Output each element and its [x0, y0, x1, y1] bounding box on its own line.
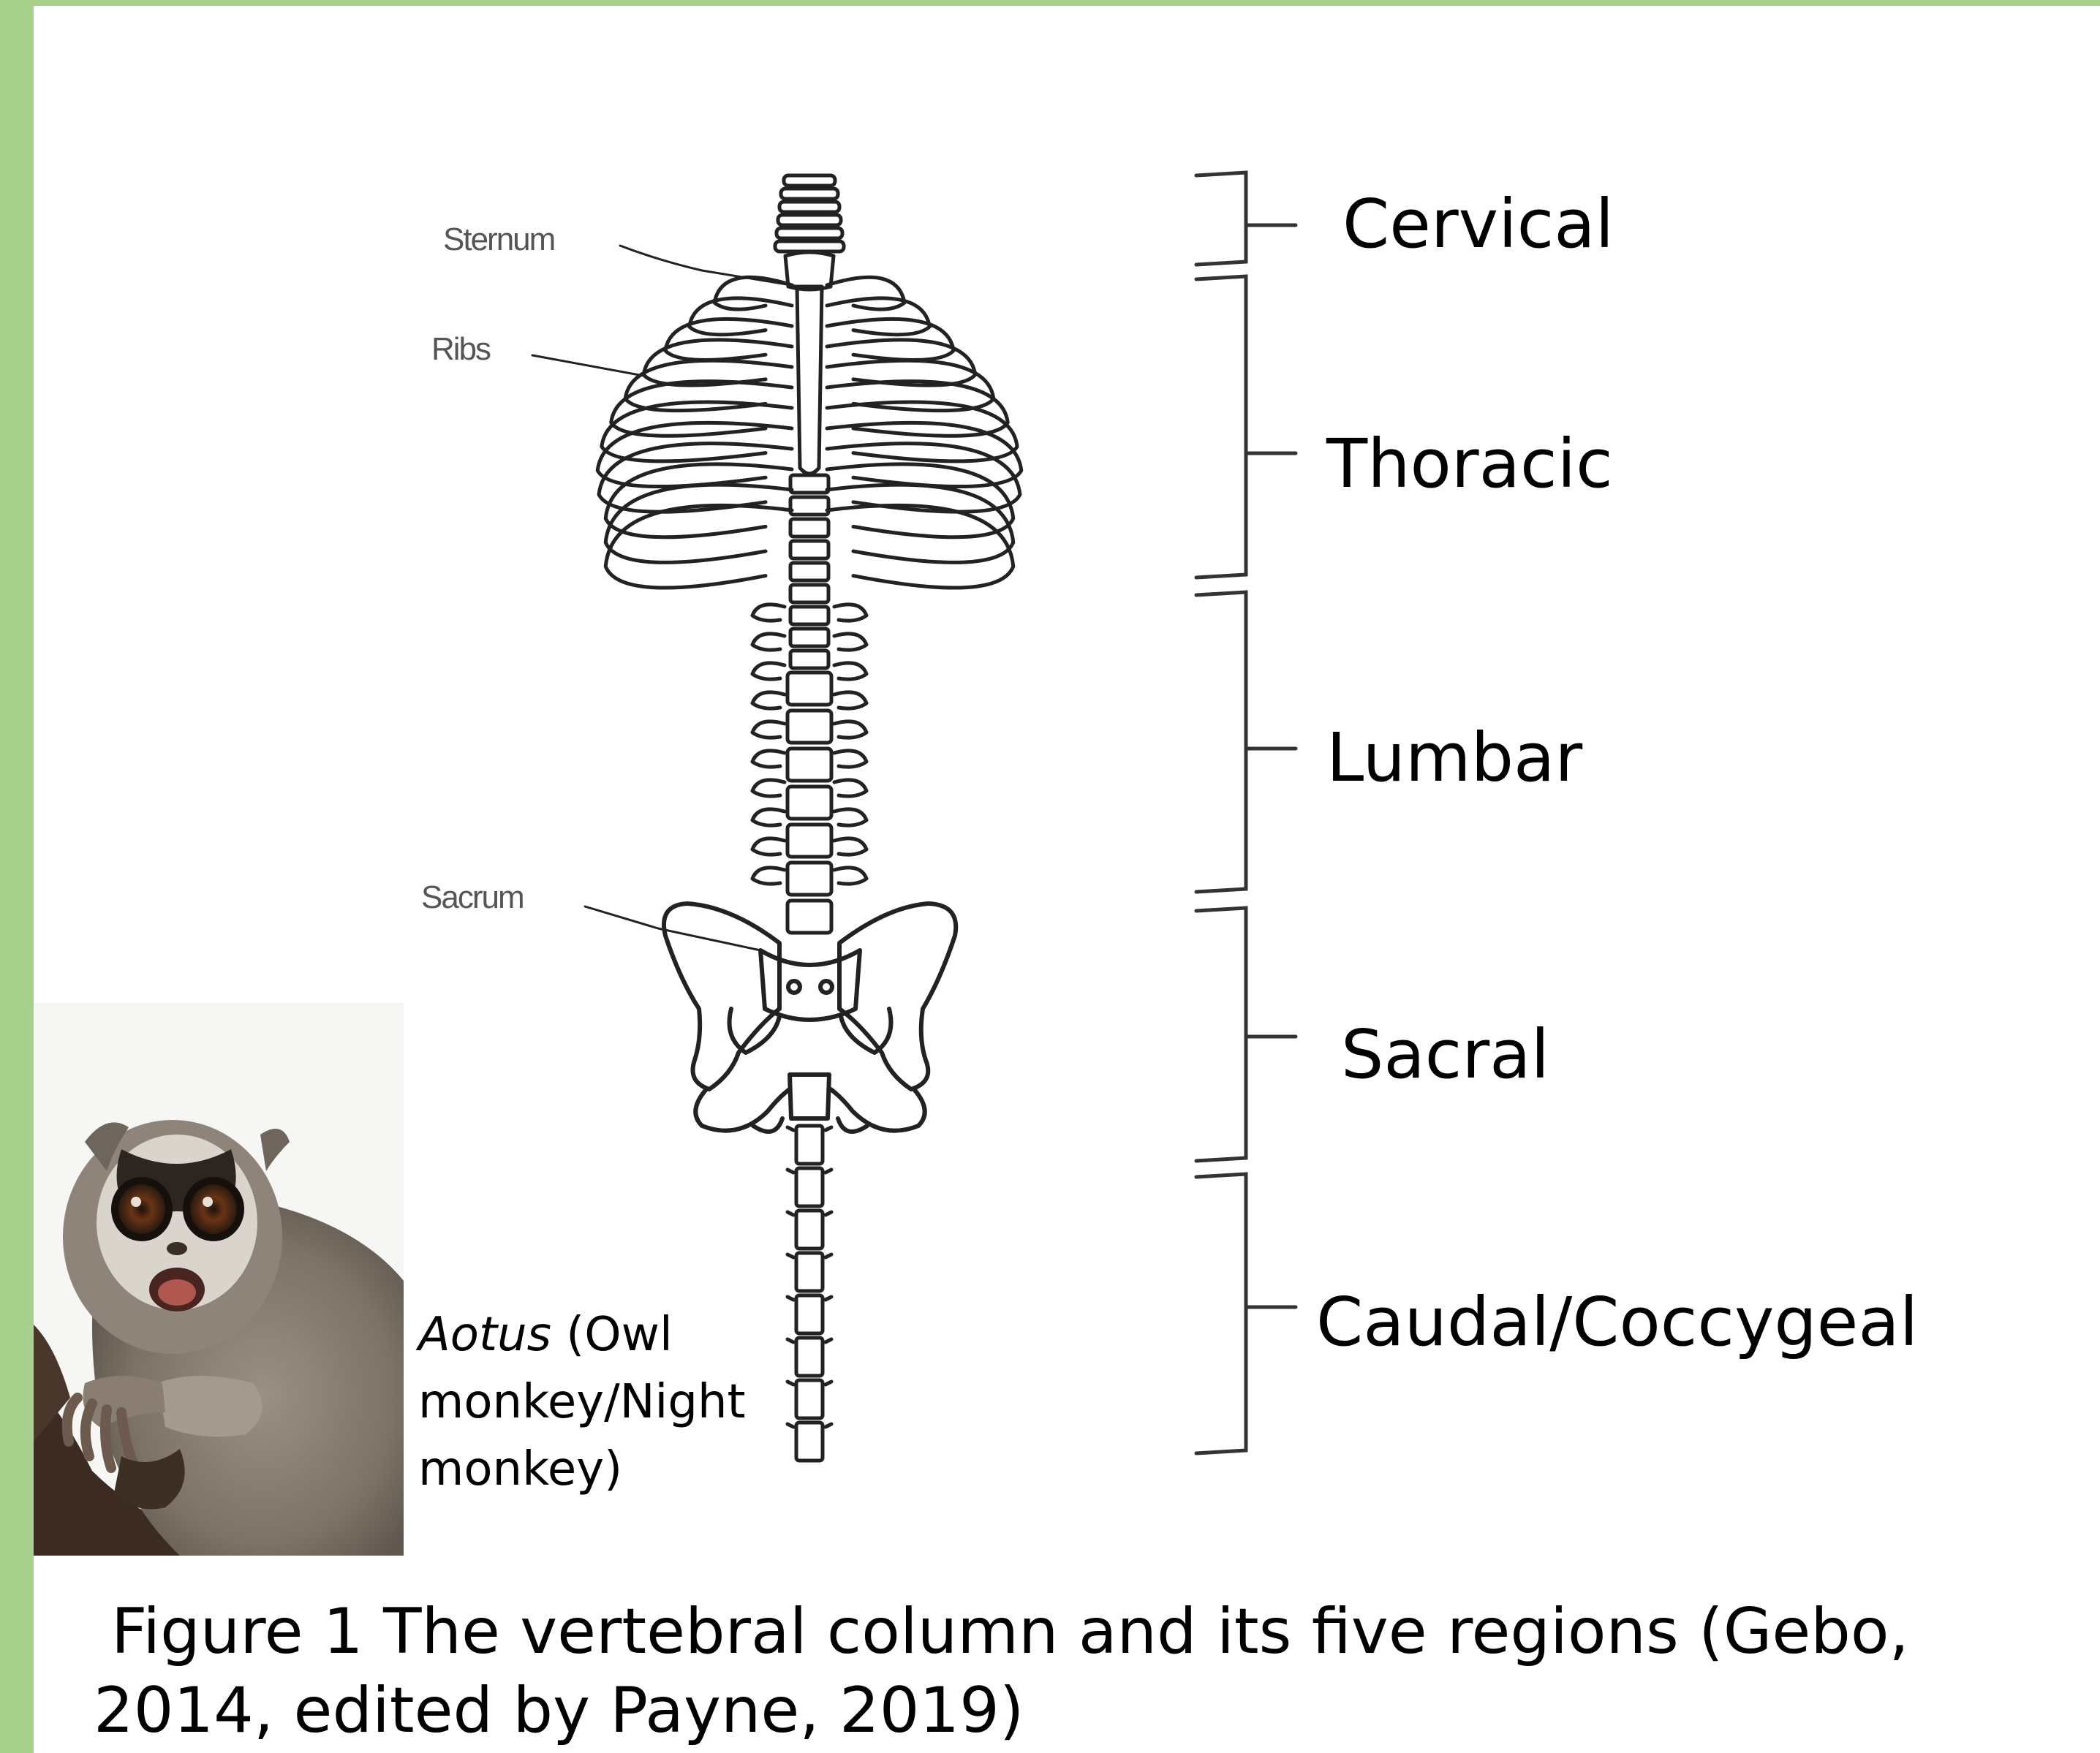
transverse-process-right	[834, 605, 866, 621]
rib-right	[827, 505, 1013, 588]
lumbar-vertebra	[788, 787, 831, 819]
thoracic-vertebra	[790, 541, 828, 559]
caudal-vertebra	[796, 1423, 823, 1461]
rib-left	[690, 298, 792, 335]
region-label-sacral: Sacral	[1341, 1015, 1549, 1094]
rib-left	[605, 505, 792, 588]
caudal-process	[788, 1382, 831, 1385]
transverse-process-left	[752, 780, 785, 796]
region-bracket-caudal	[1196, 1174, 1296, 1453]
lumbar-vertebra	[788, 901, 831, 933]
caudal-vertebrae	[788, 1126, 831, 1461]
region-brackets	[1196, 173, 1296, 1453]
monkey-genus: Aotus	[418, 1308, 551, 1362]
thoracic-vertebra	[790, 585, 828, 602]
thoracic-vertebra	[790, 629, 828, 646]
thoracic-vertebra	[790, 475, 828, 493]
monkey-caption: Aotus (Owl monkey/Night monkey)	[418, 1301, 755, 1503]
caudal-process	[788, 1212, 831, 1215]
ribs-pointer	[532, 355, 643, 376]
region-bracket-cervical	[1196, 173, 1296, 265]
transverse-process-left	[752, 634, 785, 650]
transverse-process-left	[752, 751, 785, 767]
thoracic-vertebra	[790, 651, 828, 668]
rib-right	[827, 298, 929, 335]
pelvis	[664, 904, 956, 1132]
caudal-vertebra	[796, 1126, 823, 1164]
caudal-vertebra	[796, 1338, 823, 1376]
transverse-process-right	[834, 692, 866, 708]
lumbar-vertebra	[788, 673, 831, 705]
transverse-process-left	[752, 663, 785, 679]
caudal-process	[788, 1297, 831, 1300]
thoracic-vertebra	[790, 497, 828, 515]
caudal-vertebra	[796, 1253, 823, 1291]
transverse-process-left	[752, 868, 785, 884]
spinal-vertebrae	[788, 475, 831, 933]
lumbar-vertebra	[788, 749, 831, 781]
caudal-process	[788, 1170, 831, 1173]
caudal-process	[788, 1339, 831, 1342]
transverse-process-right	[834, 780, 866, 796]
region-label-cervical: Cervical	[1342, 185, 1614, 263]
figure-caption: Figure 1 The vertebral column and its fi…	[94, 1592, 2097, 1750]
lumbar-vertebra	[788, 711, 831, 743]
thoracic-vertebra	[790, 519, 828, 537]
cervical-vertebrae	[775, 175, 844, 289]
caudal-process	[788, 1424, 831, 1427]
transverse-process-left	[752, 605, 785, 621]
caudal-vertebra	[796, 1211, 823, 1249]
caudal-process	[788, 1254, 831, 1257]
skeleton-illustration	[532, 175, 1021, 1461]
owl-monkey-photo	[34, 1003, 404, 1556]
caudal-vertebra	[796, 1168, 823, 1206]
transverse-process-right	[834, 838, 866, 855]
transverse-process-right	[834, 634, 866, 650]
lumbar-vertebra	[788, 825, 831, 857]
transverse-process-left	[752, 809, 785, 825]
transverse-process-left	[752, 692, 785, 708]
transverse-process-right	[834, 663, 866, 679]
transverse-process-left	[752, 722, 785, 738]
thoracic-vertebra	[790, 607, 828, 624]
transverse-process-right	[834, 751, 866, 767]
sternum-label: Sternum	[443, 222, 554, 257]
transverse-process-right	[834, 868, 866, 884]
sacrum-pointer	[585, 906, 760, 950]
region-label-lumbar: Lumbar	[1326, 719, 1582, 797]
transverse-process-right	[834, 722, 866, 738]
caudal-vertebra	[796, 1295, 823, 1333]
region-labels: Cervical Thoracic Lumbar Sacral Caudal/C…	[1316, 185, 1918, 1361]
region-bracket-sacral	[1196, 908, 1296, 1161]
caudal-vertebra	[796, 1380, 823, 1418]
transverse-process-left	[752, 838, 785, 855]
region-label-thoracic: Thoracic	[1326, 425, 1613, 503]
sternum-bone	[797, 287, 822, 474]
transverse-process-right	[834, 809, 866, 825]
region-label-caudal: Caudal/Coccygeal	[1316, 1283, 1918, 1361]
lumbar-vertebra	[788, 863, 831, 895]
caudal-process	[788, 1127, 831, 1130]
region-bracket-lumbar	[1196, 592, 1296, 892]
region-bracket-thoracic	[1196, 276, 1296, 578]
thoracic-vertebra	[790, 563, 828, 580]
sacrum-label: Sacrum	[421, 879, 524, 915]
ribs-label: Ribs	[431, 331, 491, 367]
